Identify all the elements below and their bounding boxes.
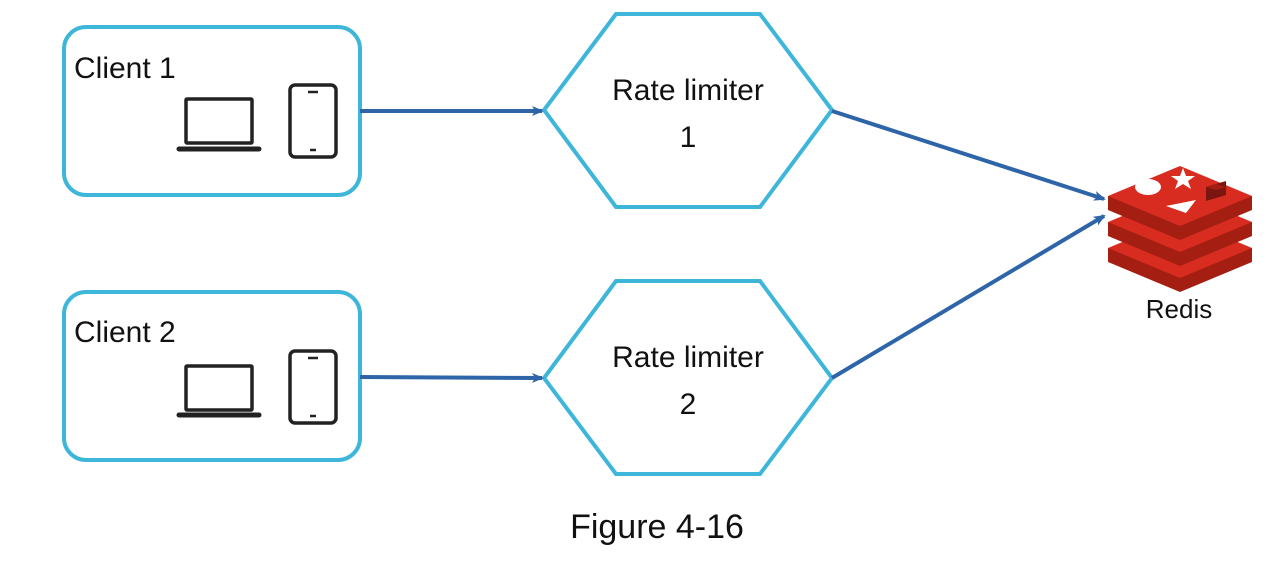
rate-limiter-2-node: Rate limiter 2 — [541, 279, 835, 476]
laptop-icon — [176, 364, 262, 418]
arrow-client-2-to-rate-limiter-2 — [359, 372, 544, 383]
rate-limiter-1-node: Rate limiter 1 — [541, 12, 835, 209]
client-1-label: Client 1 — [74, 52, 176, 85]
rate-limiter-2-label-line2: 2 — [680, 388, 697, 421]
arrow-rate-limiter-2-to-redis — [830, 214, 1106, 380]
redis-logo-icon — [1108, 166, 1252, 292]
rate-limiter-2-label-line1: Rate limiter — [612, 341, 764, 374]
figure-caption: Figure 4-16 — [570, 508, 744, 546]
client-2-node: Client 2 — [62, 290, 362, 462]
laptop-icon — [176, 97, 262, 152]
redis-label: Redis — [1146, 294, 1212, 324]
rate-limiter-1-label-line2: 1 — [680, 121, 697, 154]
client-2-label: Client 2 — [74, 316, 176, 349]
client-1-node: Client 1 — [62, 25, 362, 197]
tablet-icon — [288, 349, 338, 425]
rate-limiter-1-label-line1: Rate limiter — [612, 74, 764, 107]
arrow-rate-limiter-1-to-redis — [831, 109, 1106, 201]
tablet-icon — [288, 83, 338, 159]
